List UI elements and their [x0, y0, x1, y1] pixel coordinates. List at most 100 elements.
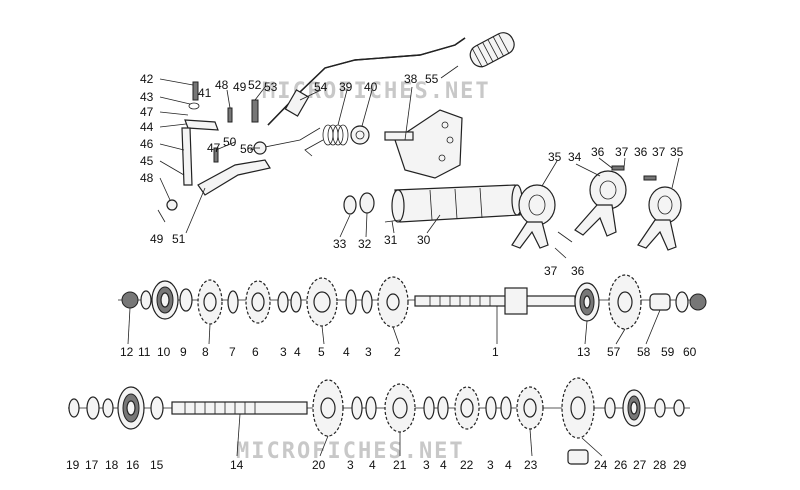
fork-35-left — [511, 184, 573, 259]
callout-26: 26 — [614, 458, 628, 472]
callout-2: 2 — [394, 345, 401, 359]
callout-28: 28 — [653, 458, 667, 472]
circlip-19 — [68, 398, 80, 418]
washer-17 — [86, 396, 100, 420]
mainshaft-1 — [414, 287, 576, 315]
callout-17: 17 — [85, 458, 99, 472]
washer-33 — [343, 195, 357, 215]
washer-3b — [361, 290, 373, 314]
gear-23 — [516, 386, 544, 430]
callout-21: 21 — [393, 458, 407, 472]
bearing-27 — [622, 389, 646, 427]
callout-49-upper: 49 — [233, 80, 247, 94]
bushing-25 — [567, 449, 589, 465]
callout-36-bottom: 36 — [571, 264, 585, 278]
washer-4b — [345, 289, 357, 315]
callout-51: 51 — [172, 232, 186, 246]
washer-32 — [359, 192, 375, 214]
callout-50: 50 — [223, 135, 237, 149]
callout-32: 32 — [358, 237, 372, 251]
ring-7 — [227, 290, 239, 314]
callout-48-upper: 48 — [215, 78, 229, 92]
callout-4-e: 4 — [505, 458, 512, 472]
callout-39: 39 — [339, 80, 353, 94]
gear-6 — [245, 280, 271, 324]
callout-4-d: 4 — [440, 458, 447, 472]
callout-9: 9 — [180, 345, 187, 359]
callout-41: 41 — [198, 86, 212, 100]
gear-22 — [454, 386, 480, 430]
washer-4a — [290, 291, 302, 313]
callout-47-lower: 47 — [207, 141, 221, 155]
gear-57 — [608, 274, 642, 330]
callout-53: 53 — [264, 80, 278, 94]
callout-6: 6 — [252, 345, 259, 359]
callout-18: 18 — [105, 458, 119, 472]
callout-37-right: 37 — [652, 145, 666, 159]
circlip-29 — [673, 399, 685, 417]
callout-8: 8 — [202, 345, 209, 359]
callout-29: 29 — [673, 458, 687, 472]
callout-4-c: 4 — [369, 458, 376, 472]
callout-23: 23 — [524, 458, 538, 472]
washer-11 — [140, 290, 152, 310]
callout-4-a: 4 — [294, 345, 301, 359]
fork-35-right — [637, 186, 682, 251]
callout-56: 56 — [240, 142, 254, 156]
callout-44: 44 — [140, 120, 154, 134]
washer-3e — [485, 396, 497, 420]
callout-37-bottom: 37 — [544, 264, 558, 278]
callout-55: 55 — [425, 72, 439, 86]
callout-33: 33 — [333, 237, 347, 251]
callout-37-top: 37 — [615, 145, 629, 159]
callout-7: 7 — [229, 345, 236, 359]
callout-31: 31 — [384, 233, 398, 247]
mainshaft-row — [118, 274, 707, 330]
washer-3d — [423, 396, 435, 420]
washer-28 — [654, 398, 666, 418]
callout-48: 48 — [140, 171, 154, 185]
bushing-40 — [350, 125, 370, 145]
callout-30: 30 — [417, 233, 431, 247]
callout-54: 54 — [314, 80, 328, 94]
washer-3a — [277, 291, 289, 313]
callout-3-d: 3 — [423, 458, 430, 472]
pin-37-right — [643, 175, 657, 181]
callout-16: 16 — [126, 458, 140, 472]
callout-14: 14 — [230, 458, 244, 472]
callout-57: 57 — [607, 345, 621, 359]
callout-3-b: 3 — [365, 345, 372, 359]
watermark-bottom: MICROFICHES.NET — [236, 439, 465, 464]
callout-10: 10 — [157, 345, 171, 359]
gear-2 — [377, 276, 409, 328]
callout-4-b: 4 — [343, 345, 350, 359]
fork-34 — [574, 170, 627, 237]
nut-12 — [121, 291, 139, 309]
kickstart-plate-38 — [384, 109, 463, 179]
selector-linkage — [157, 81, 271, 223]
bearing-10 — [151, 280, 179, 320]
callout-47: 47 — [140, 105, 154, 119]
lever-boss — [284, 89, 310, 117]
callout-12: 12 — [120, 345, 134, 359]
layshaft-14 — [171, 401, 308, 415]
callout-5: 5 — [318, 345, 325, 359]
gear-21 — [384, 383, 416, 433]
callout-labels: 42 43 47 44 46 45 48 49 51 41 48 49 52 5… — [66, 72, 697, 472]
callout-42: 42 — [140, 72, 154, 86]
callout-52: 52 — [248, 78, 262, 92]
washer-26 — [604, 397, 616, 419]
leader-lines — [127, 65, 680, 457]
washer-4c — [365, 396, 377, 420]
gear-20 — [312, 379, 344, 437]
callout-20: 20 — [312, 458, 326, 472]
callout-46: 46 — [140, 137, 154, 151]
callout-35-right: 35 — [670, 145, 684, 159]
callout-36-right: 36 — [634, 145, 648, 159]
selector-drum-30 — [394, 184, 521, 223]
washer-4e — [500, 396, 512, 420]
washer-4d — [437, 396, 449, 420]
layshaft-row — [68, 377, 690, 465]
gear-8 — [197, 279, 223, 325]
washer-15 — [150, 396, 164, 420]
